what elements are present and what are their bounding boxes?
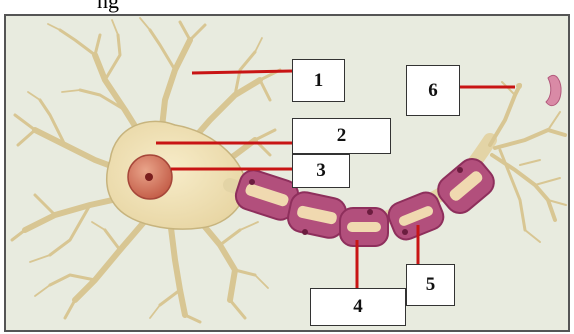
label-box-1[interactable]: 1 <box>292 59 345 102</box>
label-text-4: 4 <box>353 296 363 318</box>
label-text-6: 6 <box>428 80 438 102</box>
nucleolus <box>145 173 153 181</box>
label-box-3[interactable]: 3 <box>292 154 350 188</box>
label-text-3: 3 <box>316 160 326 182</box>
label-text-1: 1 <box>314 70 324 92</box>
terminal-knob <box>516 83 522 89</box>
synaptic-terminal <box>546 75 561 105</box>
label-box-6[interactable]: 6 <box>406 65 460 116</box>
label-text-2: 2 <box>337 125 347 147</box>
label-box-4[interactable]: 4 <box>310 288 406 326</box>
axon-terminals <box>490 82 566 242</box>
label-box-2[interactable]: 2 <box>292 118 391 154</box>
label-box-5[interactable]: 5 <box>406 264 455 306</box>
label-text-5: 5 <box>426 274 436 296</box>
